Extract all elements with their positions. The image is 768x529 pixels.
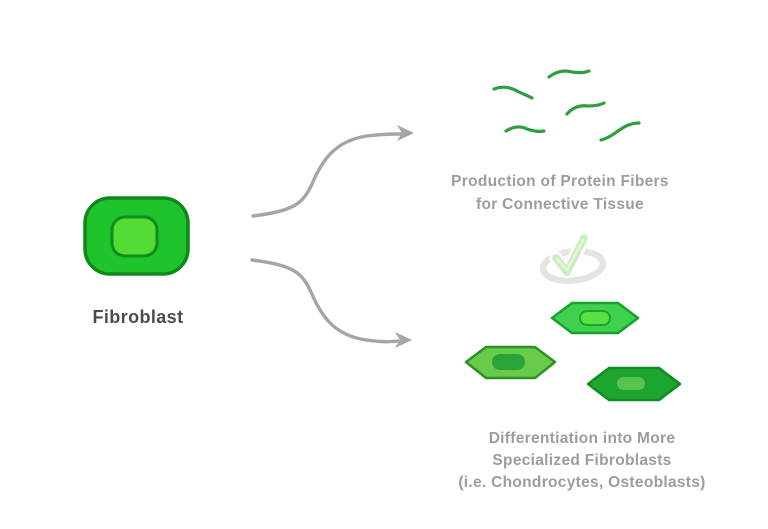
caption-line: for Connective Tissue [476,196,644,213]
caption-line: Differentiation into More [488,430,676,447]
differentiation-caption: Differentiation into More Specialized Fi… [412,428,752,494]
caption-line: Specialized Fibroblasts [492,452,672,469]
hexagon-cell-bottom-icon [586,366,682,402]
hexagon-cells-icon [464,301,682,402]
fibroblast-label: Fibroblast [92,307,184,327]
hexagon-cell-left-icon [464,345,557,380]
caption-line: (i.e. Chondrocytes, Osteoblasts) [458,474,706,491]
curved-arrow-down-icon [250,258,412,348]
protein-fibers-icon [492,69,641,142]
caption-line: Production of Protein Fibers [451,173,669,190]
fibroblast-cell-icon [83,196,190,276]
hexagon-cell-top-icon [550,301,640,335]
protein-fibers-caption: Production of Protein Fibers for Connect… [400,170,720,216]
curved-arrow-up-icon [251,125,414,218]
checkmark-watermark-icon [539,231,607,285]
